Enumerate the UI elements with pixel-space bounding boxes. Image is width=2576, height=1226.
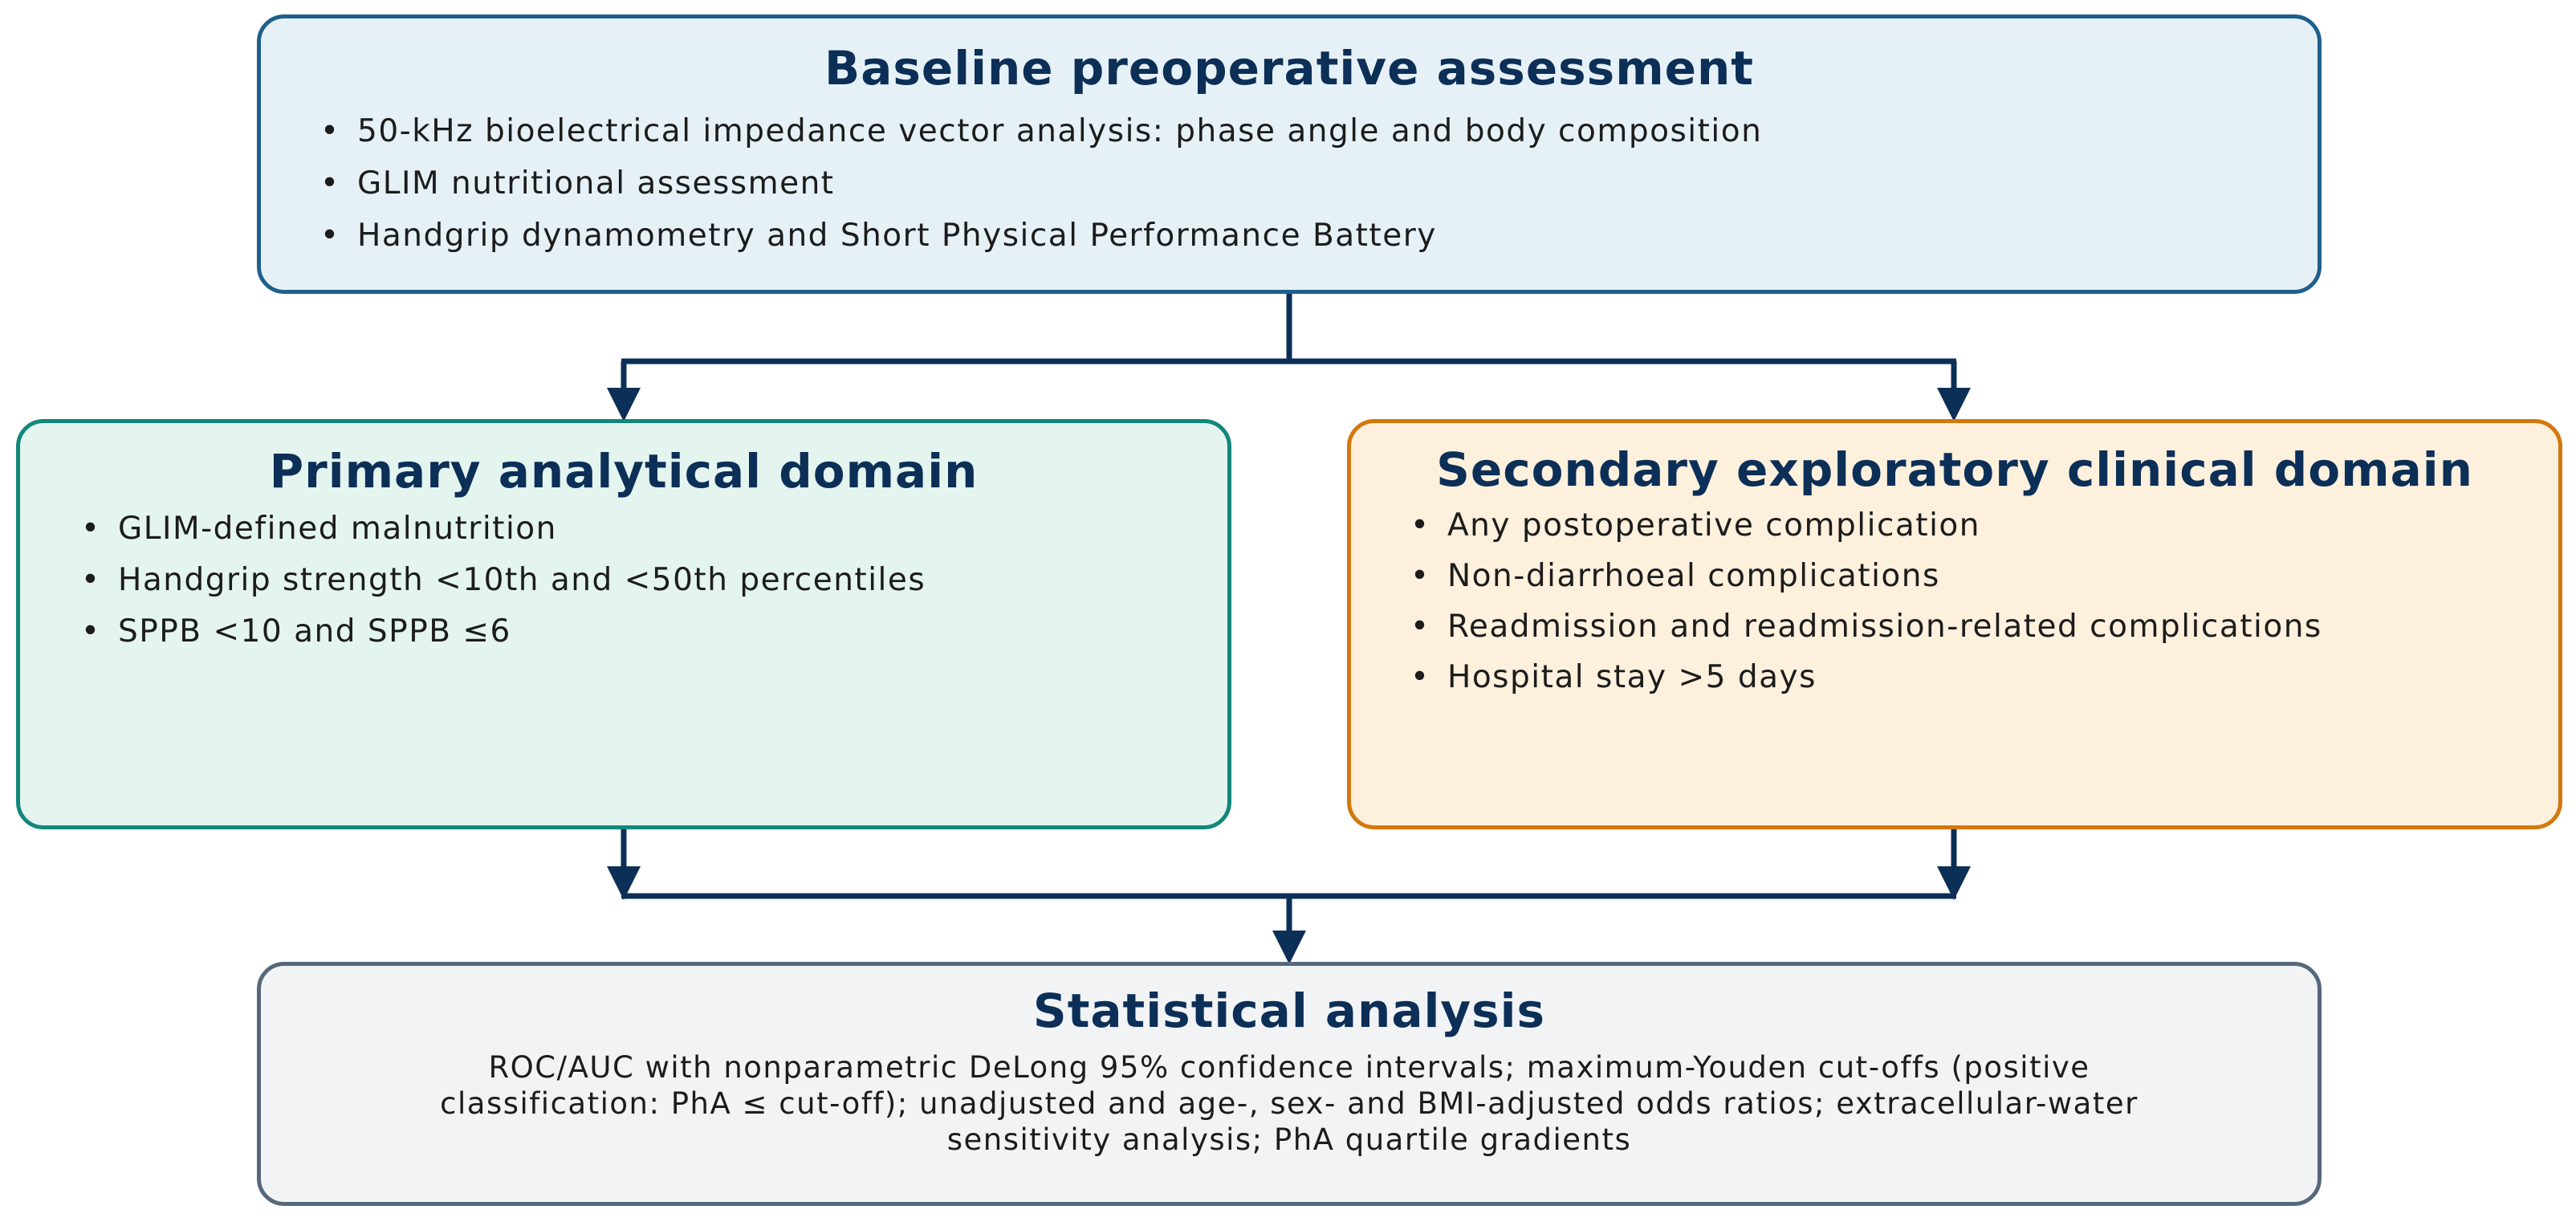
statistics-line: sensitivity analysis; PhA quartile gradi…	[946, 1122, 1632, 1157]
list-item: GLIM nutritional assessment	[315, 157, 1762, 210]
list-item: Readmission and readmission-related comp…	[1406, 601, 2322, 652]
statistics-title: Statistical analysis	[1032, 984, 1546, 1038]
list-item: Hospital stay >5 days	[1406, 652, 2322, 703]
primary-title: Primary analytical domain	[269, 444, 979, 499]
baseline-assessment-box: Baseline preoperative assessment 50-kHz …	[257, 14, 2322, 294]
list-item: 50-kHz bioelectrical impedance vector an…	[315, 105, 1762, 157]
list-item: Handgrip dynamometry and Short Physical …	[315, 210, 1762, 262]
list-item: Non-diarrhoeal complications	[1406, 551, 2322, 601]
statistics-description: ROC/AUC with nonparametric DeLong 95% co…	[309, 1049, 2269, 1158]
baseline-item-list: 50-kHz bioelectrical impedance vector an…	[315, 105, 1762, 262]
baseline-title: Baseline preoperative assessment	[824, 41, 1754, 96]
statistics-line: classification: PhA ≤ cut-off); unadjust…	[440, 1086, 2139, 1121]
list-item: GLIM-defined malnutrition	[76, 503, 926, 555]
list-item: Handgrip strength <10th and <50th percen…	[76, 555, 926, 606]
secondary-item-list: Any postoperative complication Non-diarr…	[1406, 500, 2322, 703]
statistical-analysis-box: Statistical analysis ROC/AUC with nonpar…	[257, 962, 2322, 1206]
list-item: Any postoperative complication	[1406, 500, 2322, 551]
list-item: SPPB <10 and SPPB ≤6	[76, 606, 926, 658]
primary-item-list: GLIM-defined malnutrition Handgrip stren…	[76, 503, 926, 658]
statistics-line: ROC/AUC with nonparametric DeLong 95% co…	[488, 1050, 2090, 1085]
secondary-domain-box: Secondary exploratory clinical domain An…	[1347, 419, 2562, 829]
primary-domain-box: Primary analytical domain GLIM-defined m…	[16, 419, 1231, 829]
secondary-title: Secondary exploratory clinical domain	[1436, 442, 2473, 497]
